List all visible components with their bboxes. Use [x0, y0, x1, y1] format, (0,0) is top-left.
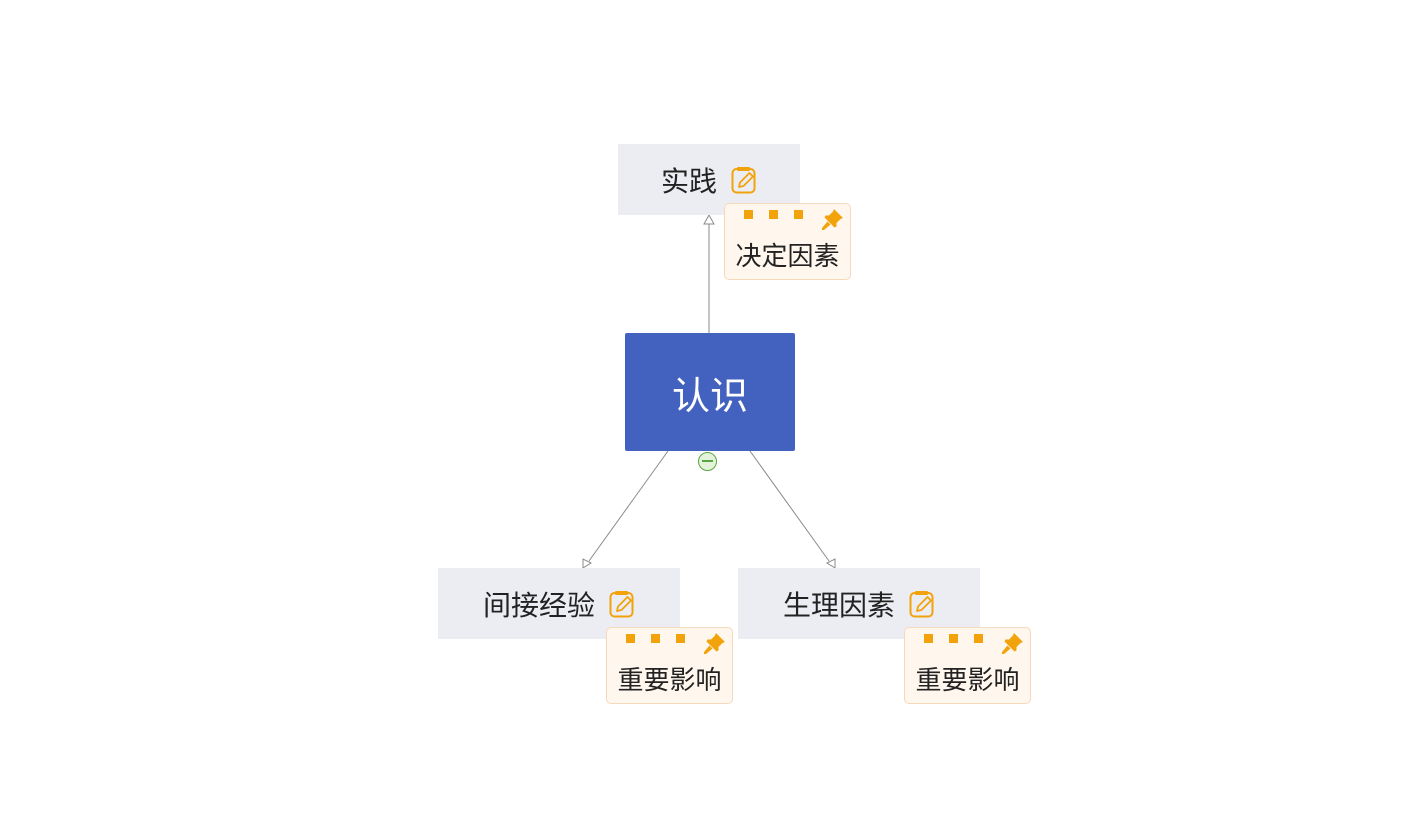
edit-note-icon[interactable] [909, 590, 935, 618]
edit-note-icon[interactable] [731, 166, 757, 194]
drag-handle-dot [769, 210, 778, 219]
topic-label: 实践 [660, 164, 717, 198]
note-text: 重要影响 [915, 666, 1020, 696]
topic-physiological-factors[interactable]: 生理因素 [738, 568, 980, 639]
central-topic[interactable]: 认识 [625, 333, 795, 451]
arrowhead-practice [703, 213, 715, 225]
topic-label: 间接经验 [482, 588, 595, 622]
drag-handle-dot [744, 210, 753, 219]
note-text: 重要影响 [617, 666, 722, 696]
connector-to-physiological [749, 450, 830, 562]
note-callout-indirect-experience[interactable]: 重要影响 [606, 627, 733, 704]
drag-handle-dot [794, 210, 803, 219]
topic-label: 生理因素 [782, 588, 895, 622]
central-topic-label: 认识 [671, 373, 748, 418]
drag-handle-dot [949, 634, 958, 643]
note-callout-physiological-factors[interactable]: 重要影响 [904, 627, 1031, 704]
drag-handle-dot [924, 634, 933, 643]
note-callout-practice[interactable]: 决定因素 [724, 203, 851, 280]
drag-handle-dot [974, 634, 983, 643]
collapse-minus-icon[interactable] [698, 452, 717, 471]
arrowhead-indirect-experience [582, 558, 593, 569]
drag-handle-dot [651, 634, 660, 643]
pushpin-icon[interactable] [1001, 631, 1025, 655]
pushpin-icon[interactable] [821, 207, 845, 231]
connector-to-indirect-experience [588, 450, 669, 562]
edit-note-icon[interactable] [609, 590, 635, 618]
pushpin-icon[interactable] [703, 631, 727, 655]
note-text: 决定因素 [735, 242, 840, 272]
arrowhead-physiological [825, 558, 836, 569]
drag-handle-dot [626, 634, 635, 643]
drag-handle-dot [676, 634, 685, 643]
